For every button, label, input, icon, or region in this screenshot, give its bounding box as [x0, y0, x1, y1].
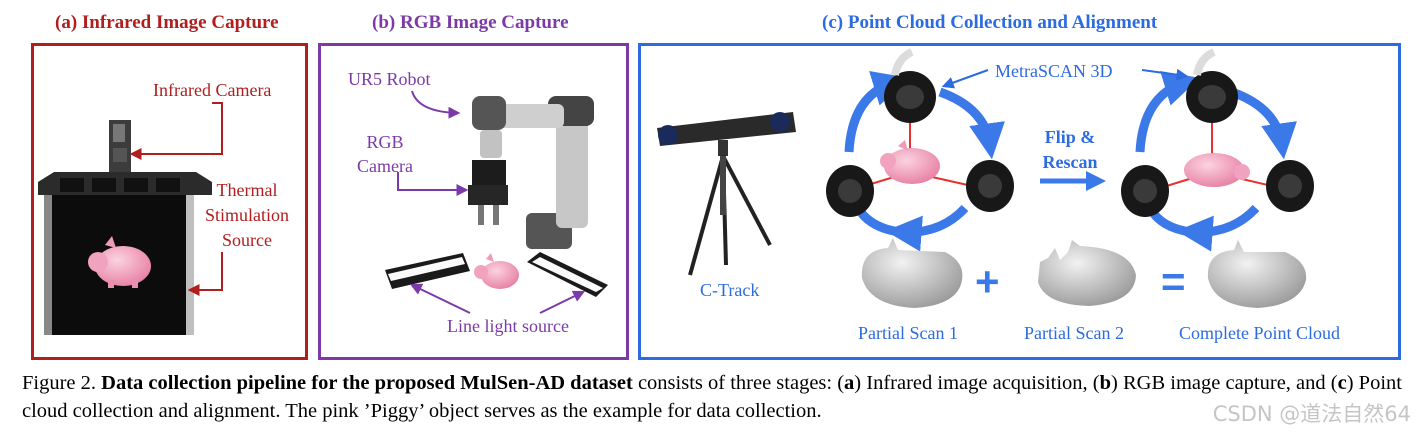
line-light-left — [385, 253, 470, 289]
label-flip-line1: Flip & — [1030, 125, 1110, 150]
scan-setup-2 — [1121, 52, 1314, 232]
caption-bold: Data collection pipeline for the propose… — [101, 372, 633, 394]
piggy-object-b — [474, 253, 519, 289]
caption-part1: consists of three stages: ( — [633, 372, 844, 394]
scan-setup-1 — [826, 52, 1014, 232]
label-rgb-camera: RGB Camera — [352, 130, 418, 178]
line-light-right — [527, 252, 608, 297]
equals-sign: = — [1161, 258, 1186, 306]
arrow-to-line-light-right — [540, 292, 583, 313]
label-metrascan: MetraSCAN 3D — [995, 61, 1113, 82]
c-track-device — [657, 112, 796, 275]
label-ur5-robot: UR5 Robot — [348, 69, 431, 90]
caption-part3: ) RGB image capture, and ( — [1111, 372, 1338, 394]
label-complete-point-cloud: Complete Point Cloud — [1179, 323, 1340, 344]
caption-prefix: Figure 2. — [22, 372, 101, 394]
label-thermal-line1: Thermal — [192, 178, 302, 203]
arrow-to-thermal-source — [190, 252, 222, 290]
label-thermal-line3: Source — [192, 228, 302, 253]
label-rgb-line1: RGB — [352, 130, 418, 154]
label-partial-scan-2: Partial Scan 2 — [1024, 323, 1124, 344]
arrow-metrascan-right — [1142, 70, 1186, 76]
label-thermal-line2: Stimulation — [192, 203, 302, 228]
plus-sign: + — [975, 258, 1000, 306]
caption-b: b — [1100, 372, 1111, 394]
label-infrared-camera: Infrared Camera — [153, 80, 271, 101]
label-flip-rescan: Flip & Rescan — [1030, 125, 1110, 175]
arrow-to-robot — [412, 91, 458, 113]
caption-a: a — [844, 372, 854, 394]
label-flip-line2: Rescan — [1030, 150, 1110, 175]
arrow-to-infrared-camera — [132, 103, 222, 154]
watermark: CSDN @道法自然64 — [1213, 398, 1411, 428]
label-thermal-stimulation-source: Thermal Stimulation Source — [192, 178, 302, 253]
infrared-camera-device — [109, 120, 131, 172]
label-line-light-source: Line light source — [447, 316, 569, 337]
rgb-camera-device — [468, 160, 508, 225]
caption-part2: ) Infrared image acquisition, ( — [854, 372, 1099, 394]
partial-scan-2-shape — [1038, 240, 1136, 306]
complete-cloud-shape — [1208, 240, 1306, 308]
caption-c: c — [1338, 372, 1347, 394]
arrow-metrascan-left — [944, 70, 988, 86]
figure-caption: Figure 2. Data collection pipeline for t… — [22, 369, 1407, 425]
label-c-track: C-Track — [700, 280, 759, 301]
arrow-to-line-light-left — [412, 285, 470, 313]
label-partial-scan-1: Partial Scan 1 — [858, 323, 958, 344]
label-rgb-line2: Camera — [352, 154, 418, 178]
partial-scan-1-shape — [862, 238, 963, 308]
